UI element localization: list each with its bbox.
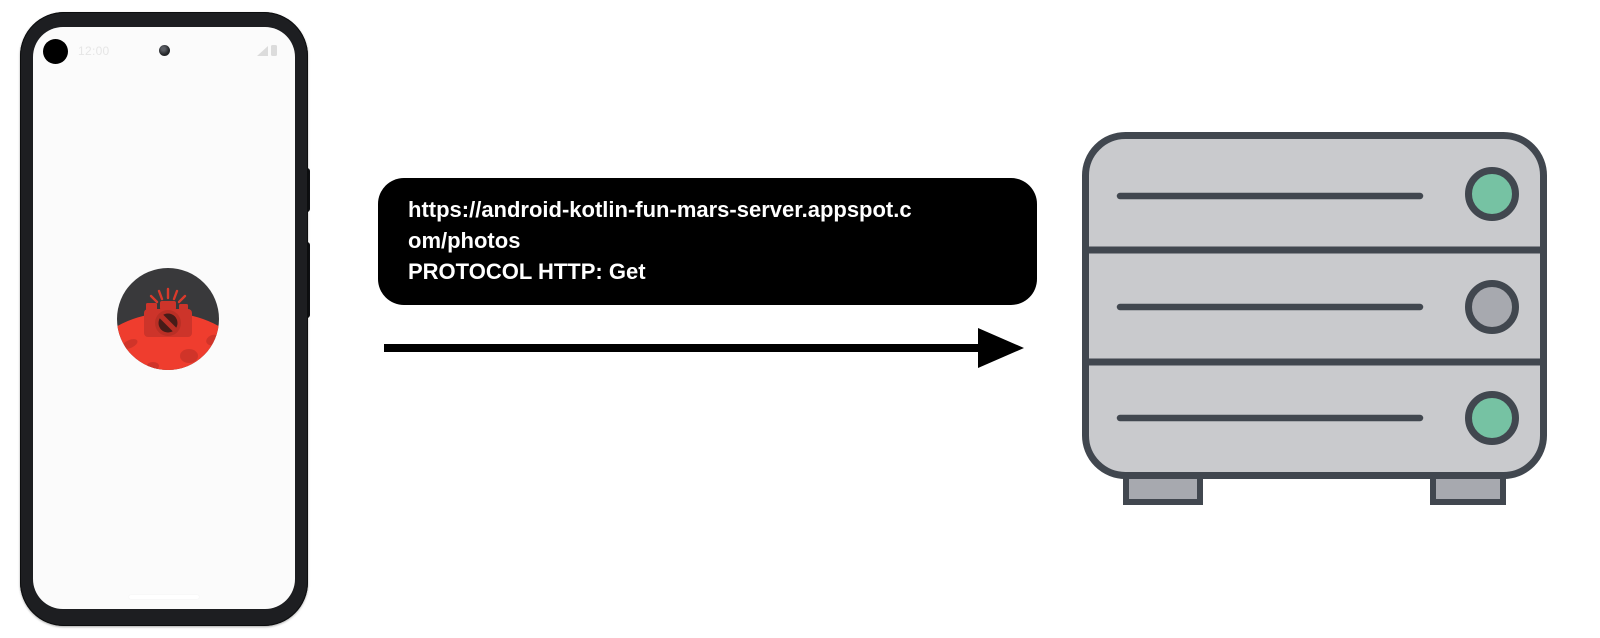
server-led-bottom	[1465, 391, 1519, 445]
camera-flash-rays-icon	[149, 287, 187, 304]
request-arrow-head-icon	[978, 328, 1024, 368]
server-slot-lines	[1116, 192, 1424, 422]
server-led-top	[1465, 167, 1519, 221]
phone-screen: 12:00	[33, 27, 295, 609]
request-protocol-line: PROTOCOL HTTP: Get	[408, 259, 646, 284]
server-rack-dividers	[1085, 246, 1544, 366]
home-indicator	[129, 595, 199, 599]
request-url-line-2: om/photos	[408, 228, 521, 253]
camera-lens-glare	[159, 314, 177, 332]
statusbar-icons	[257, 45, 277, 56]
server-led-middle	[1465, 280, 1519, 334]
request-arrow-shaft	[384, 344, 980, 352]
http-request-bubble: https://android-kotlin-fun-mars-server.a…	[378, 178, 1037, 305]
front-camera-icon	[159, 45, 170, 56]
android-phone: 12:00	[20, 12, 308, 626]
battery-icon	[271, 45, 277, 56]
web-server-illustration	[1082, 132, 1547, 505]
statusbar-time: 12:00	[78, 44, 110, 58]
signal-icon	[257, 46, 268, 56]
request-url-line-1: https://android-kotlin-fun-mars-server.a…	[408, 197, 912, 222]
black-dot-overlay	[43, 39, 68, 64]
mars-photos-app-icon	[117, 268, 219, 370]
